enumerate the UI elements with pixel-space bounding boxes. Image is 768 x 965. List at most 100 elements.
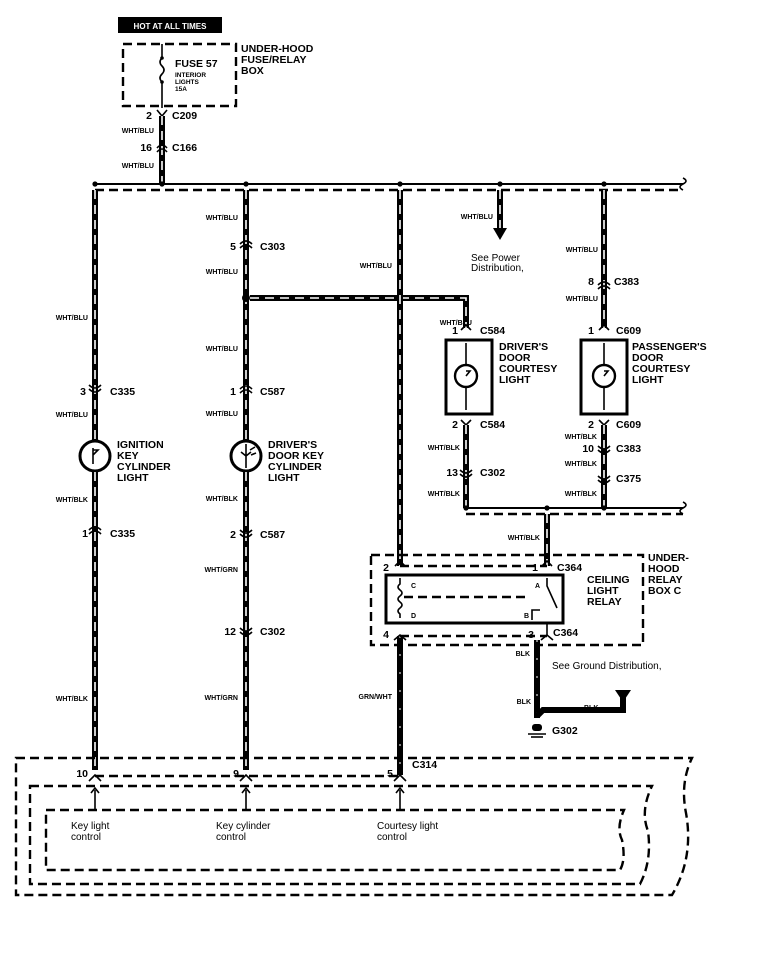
component-label: CYLINDER [117, 461, 171, 473]
wire-color-label: WHT/BLU [206, 269, 238, 276]
component-label: PASSENGER'S [632, 341, 707, 353]
splice-to-driver-door [250, 295, 469, 328]
component-label: DOOR [499, 352, 531, 364]
courtesy-branch: WHT/BLU GRN/WHT [359, 190, 403, 775]
control-label: Courtesy light [377, 821, 438, 832]
box-label: HOOD [648, 563, 680, 575]
component-label: DRIVER'S [268, 439, 317, 451]
component-label: RELAY [587, 596, 622, 608]
hot-label: HOT AT ALL TIMES [134, 22, 208, 31]
connector-label: C587 [260, 529, 285, 541]
wire-color-label: BLK [584, 705, 598, 712]
connector-c166 [156, 144, 168, 153]
component-label: CYLINDER [268, 461, 322, 473]
pin-number: 2 [146, 110, 152, 122]
light-housing [444, 338, 494, 416]
control-unit: C314 10 9 5 Key light control Key cylind… [14, 756, 694, 897]
wire-color-label: BLK [517, 699, 531, 706]
ground-label: G302 [552, 725, 578, 737]
wire-color-label: WHT/BLU [206, 411, 238, 418]
wire-color-label: WHT/BLU [206, 215, 238, 222]
pin-number: 10 [582, 443, 594, 455]
ceiling-light-relay: 2 1 C364 C A D B CEILING LIGHT RELAY UND… [369, 552, 689, 647]
connector-label: C375 [616, 473, 641, 485]
relay-terminal: B [524, 613, 529, 620]
box-label: BOX C [648, 585, 682, 597]
driver-door-courtesy-light: WHT/BLU 1 C584 DRIVER'S DOOR COURTESY LI… [428, 320, 557, 508]
pin-number: 2 [230, 529, 236, 541]
reference-note: Distribution, [471, 263, 524, 274]
power-source: HOT AT ALL TIMES FUSE 57 INTERIOR LIGHTS… [118, 17, 314, 108]
wire-color-label: WHT/BLK [428, 491, 460, 498]
control-unit-inner-outline [44, 808, 626, 872]
relay-box-c-outline [369, 553, 645, 647]
component-label: DRIVER'S [499, 341, 548, 353]
ground-circuit: BLK BLK BLK See Ground Distribution, G30… [516, 640, 662, 738]
fuse-icon [159, 57, 165, 83]
component-label: IGNITION [117, 439, 164, 451]
pin-number: 4 [383, 629, 389, 641]
fuse-desc: INTERIOR [175, 72, 206, 79]
wire-color-label: WHT/BLU [566, 247, 598, 254]
wire-color-label: WHT/BLK [206, 496, 238, 503]
control-label: Key light [71, 821, 110, 832]
component-label: LIGHT [632, 374, 664, 386]
wire-color-label: WHT/BLU [206, 346, 238, 353]
box-label: RELAY [648, 574, 683, 586]
pin-number: 2 [588, 419, 594, 431]
component-label: KEY [117, 450, 139, 462]
control-label: control [71, 832, 101, 843]
wire-color-label: WHT/GRN [205, 567, 238, 574]
connector-label: C383 [616, 443, 641, 455]
passenger-door-courtesy-light: WHT/BLU 8 C383 WHT/BLU 1 C609 PASSENGER'… [565, 190, 707, 508]
relay-terminal: C [411, 583, 416, 590]
wire-color-label: WHT/BLK [508, 535, 540, 542]
relay-housing [384, 573, 565, 625]
pin-number: 16 [140, 142, 152, 154]
pin-number: 1 [532, 562, 538, 574]
relay-terminal: D [411, 613, 416, 620]
wire-color-label: WHT/BLU [360, 263, 392, 270]
ignition-key-branch: WHT/BLU 3 C335 WHT/BLU IGNITION KEY CYLI… [56, 190, 171, 770]
fuse-number: FUSE 57 [175, 58, 218, 70]
component-label: COURTESY [499, 363, 557, 375]
wire-color-label: BLK [516, 651, 530, 658]
relay-terminal: A [535, 583, 540, 590]
control-unit-middle-outline [28, 784, 654, 886]
wire-color-label: WHT/BLK [56, 696, 88, 703]
pin-number: 1 [230, 386, 236, 398]
feed-wire: 2 C209 WHT/BLU 16 C166 WHT/BLU [122, 109, 197, 183]
ground-connector-icon [615, 690, 631, 702]
control-label: control [377, 832, 407, 843]
connector-label: C314 [412, 759, 437, 771]
wire-color-label: WHT/BLU [122, 128, 154, 135]
pin-number: 8 [588, 276, 594, 288]
box-label: FUSE/RELAY [241, 54, 307, 66]
wire-color-label: WHT/BLU [461, 214, 493, 221]
connector-label: C609 [616, 419, 641, 431]
connector-label: C609 [616, 325, 641, 337]
pin-number: 1 [82, 528, 88, 540]
power-distribution-ref: WHT/BLU See Power Distribution, [461, 190, 524, 274]
box-label: UNDER- [648, 552, 689, 564]
pin-number: 5 [387, 768, 393, 780]
pin-number: 13 [446, 467, 458, 479]
bulb-icon [78, 439, 112, 473]
connector-label: C364 [557, 562, 582, 574]
connector-label: C302 [480, 467, 505, 479]
wire-color-label: WHT/BLU [56, 315, 88, 322]
connector-label: C302 [260, 626, 285, 638]
component-label: LIGHT [587, 585, 619, 597]
connector-label: C587 [260, 386, 285, 398]
control-unit-outer-outline [14, 756, 694, 897]
pin-number: 9 [233, 768, 239, 780]
top-bus [92, 177, 687, 192]
component-label: COURTESY [632, 363, 690, 375]
connector-label: C303 [260, 241, 285, 253]
pin-number: 3 [528, 629, 534, 641]
pin-number: 10 [76, 768, 88, 780]
connector-label: C209 [172, 110, 197, 122]
relay-coil-icon [397, 578, 403, 618]
wire-color-label: WHT/BLU [56, 412, 88, 419]
